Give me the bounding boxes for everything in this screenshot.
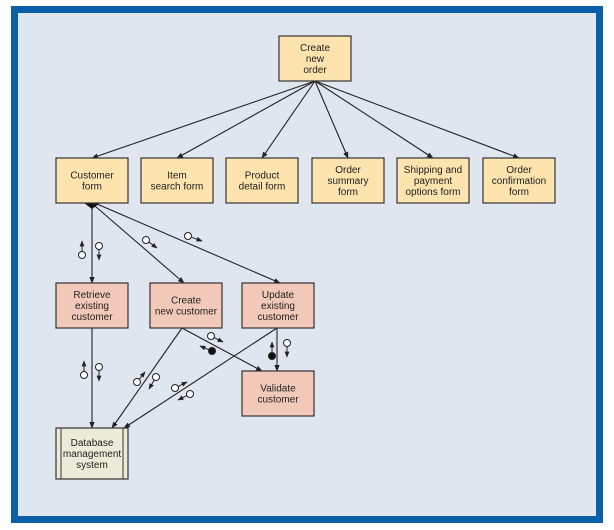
data-couple-icon [283,339,291,358]
node-label-line: Customer [70,171,114,182]
node-label-line: new [306,54,325,65]
node-label-line: customer [257,395,299,406]
node-label-line: form [509,187,529,198]
node-label-line: summary [327,176,368,187]
data-couple-icon [171,381,188,392]
node-label-line: payment [414,176,453,187]
node-label-line: form [82,182,102,193]
data-couple-icon [95,242,103,261]
node-label-line: confirmation [492,176,546,187]
data-couple-icon [207,332,224,343]
edge-create-new-order-to-customer-form [91,80,316,159]
node-label-line: Shipping and [404,165,462,176]
node-label-line: Item [167,171,186,182]
node-label-line: management [63,449,122,460]
node-label-line: Create [171,296,201,307]
data-couple-icon [184,232,203,242]
control-flag-couple-icon [199,345,216,355]
edge-customer-form-to-update-existing-customer [96,203,281,284]
data-couple-icon [133,371,146,386]
edge-customer-form-to-create-new-customer [94,205,185,284]
data-couple-icon [80,360,88,379]
node-label-line: customer [257,312,299,323]
data-couple-icon [78,240,86,259]
edge-create-new-order-to-item-search-form [176,80,316,159]
edges-layer [84,80,520,429]
data-couple-icon [177,390,194,401]
node-label-line: order [303,65,327,76]
node-label-line: new customer [155,307,218,318]
edge-create-new-order-to-shipping-payment-form [314,80,434,159]
node-label-line: Update [262,290,295,301]
control-flag-couple-icon [268,341,276,360]
data-couple-icon [142,236,158,249]
edge-create-new-customer-to-database-management-system [111,327,183,429]
edge-create-new-order-to-order-confirmation-form [314,80,520,159]
data-couple-icon [148,373,160,390]
node-label-line: existing [261,301,295,312]
node-label-line: existing [75,301,109,312]
node-label-line: customer [71,312,113,323]
node-label-line: detail form [239,182,286,193]
edge-update-existing-customer-to-database-management-system [123,327,278,429]
node-label-line: form [338,187,358,198]
node-label-line: Create [300,43,330,54]
node-label-line: options form [405,187,460,198]
node-label-line: Order [335,165,361,176]
node-label-line: Database [71,438,114,449]
edge-create-new-order-to-order-summary-form [314,80,349,159]
node-label-line: Retrieve [73,290,111,301]
node-label-line: Order [506,165,532,176]
couples-layer [78,232,291,401]
node-label-line: search form [151,182,204,193]
node-label-line: Validate [260,384,296,395]
edge-create-new-customer-to-validate-customer [181,327,263,372]
data-couple-icon [95,363,103,382]
node-label-line: system [76,460,108,471]
node-label-line: Product [245,171,280,182]
edge-create-new-order-to-product-detail-form [261,80,316,159]
